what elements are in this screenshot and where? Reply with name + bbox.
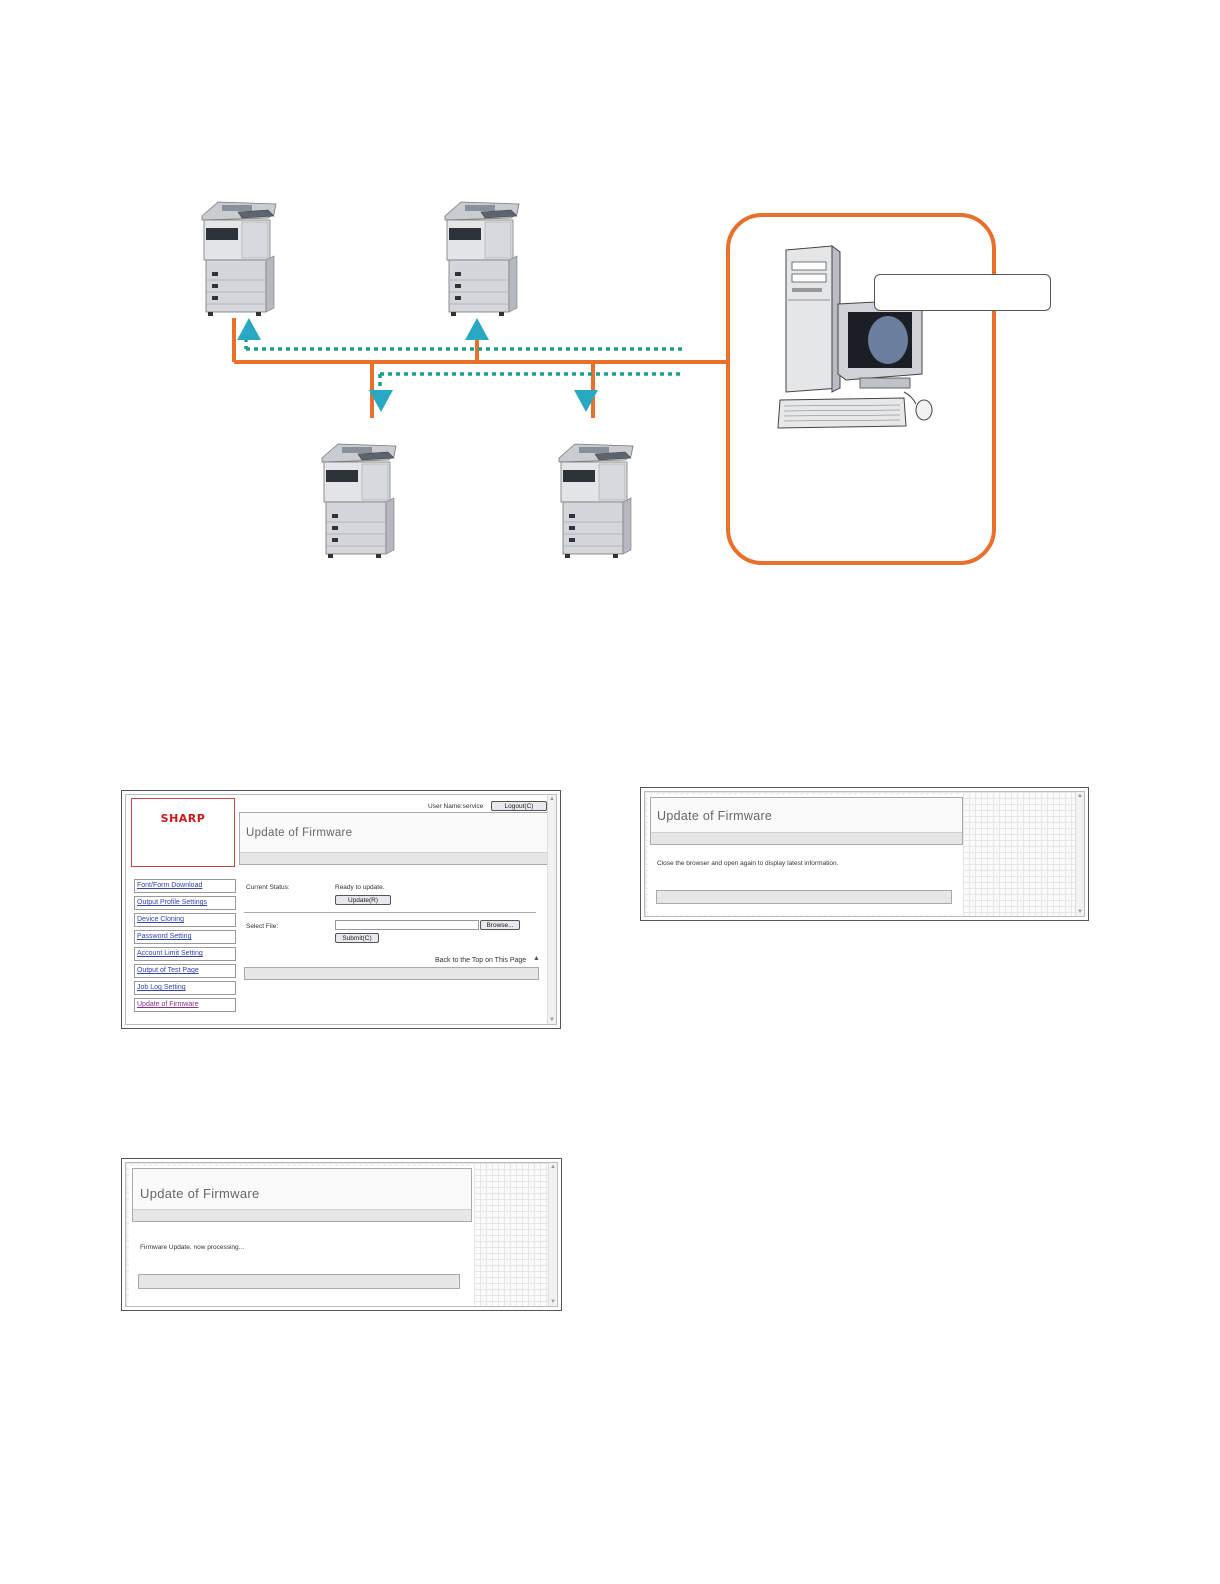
nav-item-update-of-firmware[interactable]: Update of Firmware: [134, 998, 236, 1012]
arrow-down-icon: [369, 390, 598, 412]
screenshot-firmware-update-page: SHARP User Name:service Logout(C) Update…: [121, 790, 561, 1029]
title-strip: [651, 832, 962, 844]
browse-button[interactable]: Browse...: [480, 920, 520, 930]
nav-item-account-limit-setting[interactable]: Account Limit Setting: [134, 947, 236, 961]
sharp-logo: SHARP: [160, 812, 206, 825]
page-title: Update of Firmware: [140, 1186, 260, 1201]
nav-item-job-log-setting[interactable]: Job Log Setting: [134, 981, 236, 995]
page-title: Update of Firmware: [657, 809, 773, 823]
footer-bar: [138, 1274, 460, 1289]
submit-button[interactable]: Submit(C): [335, 933, 379, 943]
back-to-top-link[interactable]: Back to the Top on This Page: [435, 957, 527, 964]
mfp-printer-icon: [558, 443, 634, 559]
page-title-panel: Update of Firmware: [132, 1168, 472, 1222]
page-title-panel: Update of Firmware: [650, 797, 963, 845]
scrollbar[interactable]: ▲ ▼: [1075, 792, 1084, 916]
logo-box: SHARP: [131, 798, 235, 867]
arrow-up-icon: [237, 318, 489, 340]
logout-button[interactable]: Logout(C): [491, 801, 547, 811]
file-path-input[interactable]: [335, 920, 479, 930]
pc-computer-icon: [777, 245, 933, 429]
title-strip: [133, 1209, 471, 1221]
arrow-up-icon: ▲: [533, 955, 540, 962]
nav-item-output-of-test-page[interactable]: Output of Test Page: [134, 964, 236, 978]
scroll-down-icon[interactable]: ▼: [550, 1299, 556, 1305]
content-panel: Update of Firmware Close the browser and…: [648, 795, 963, 915]
scroll-up-icon[interactable]: ▲: [550, 1164, 556, 1170]
content-panel: Update of Firmware Firmware Update, now …: [129, 1166, 474, 1306]
screenshot-close-browser-page: Update of Firmware Close the browser and…: [640, 787, 1089, 921]
scroll-down-icon[interactable]: ▼: [549, 1017, 555, 1023]
browser-viewport: Update of Firmware Close the browser and…: [644, 791, 1085, 917]
footer-bar: [244, 967, 539, 980]
scroll-down-icon[interactable]: ▼: [1077, 909, 1083, 915]
divider: [244, 912, 536, 913]
mfp-printer-icon: [201, 201, 277, 317]
nav-item-output-profile-settings[interactable]: Output Profile Settings: [134, 896, 236, 910]
current-status-value: Ready to update.: [335, 884, 385, 891]
scrollbar[interactable]: ▲ ▼: [547, 795, 556, 1024]
firmware-transfer-path: [244, 338, 684, 392]
page-title-panel: Update of Firmware: [239, 812, 551, 865]
nav-item-password-setting[interactable]: Password Setting: [134, 930, 236, 944]
screenshot-processing-page: Update of Firmware Firmware Update, now …: [121, 1158, 562, 1311]
user-name-label: User Name:service: [428, 803, 484, 810]
current-status-label: Current Status:: [246, 884, 290, 891]
mfp-printer-icon: [321, 443, 397, 559]
mfp-printer-icon: [444, 201, 520, 317]
browser-viewport: Update of Firmware Firmware Update, now …: [125, 1162, 558, 1307]
title-strip: [240, 852, 550, 864]
pc-callout-box: [874, 274, 1051, 311]
scrollbar[interactable]: ▲ ▼: [548, 1163, 557, 1306]
scroll-up-icon[interactable]: ▲: [1077, 793, 1083, 799]
network-diagram: [201, 201, 996, 565]
status-message: Firmware Update, now processing...: [140, 1244, 245, 1251]
browser-viewport: SHARP User Name:service Logout(C) Update…: [125, 794, 557, 1025]
footer-bar: [656, 890, 952, 904]
select-file-label: Select File:: [246, 923, 279, 930]
nav-item-device-cloning[interactable]: Device Cloning: [134, 913, 236, 927]
pc-frame: [726, 213, 996, 565]
nav-item-font-form-download[interactable]: Font/Form Download: [134, 879, 236, 893]
scroll-up-icon[interactable]: ▲: [549, 796, 555, 802]
status-message: Close the browser and open again to disp…: [657, 860, 839, 867]
page-title: Update of Firmware: [246, 827, 353, 839]
update-button[interactable]: Update(R): [335, 895, 391, 905]
